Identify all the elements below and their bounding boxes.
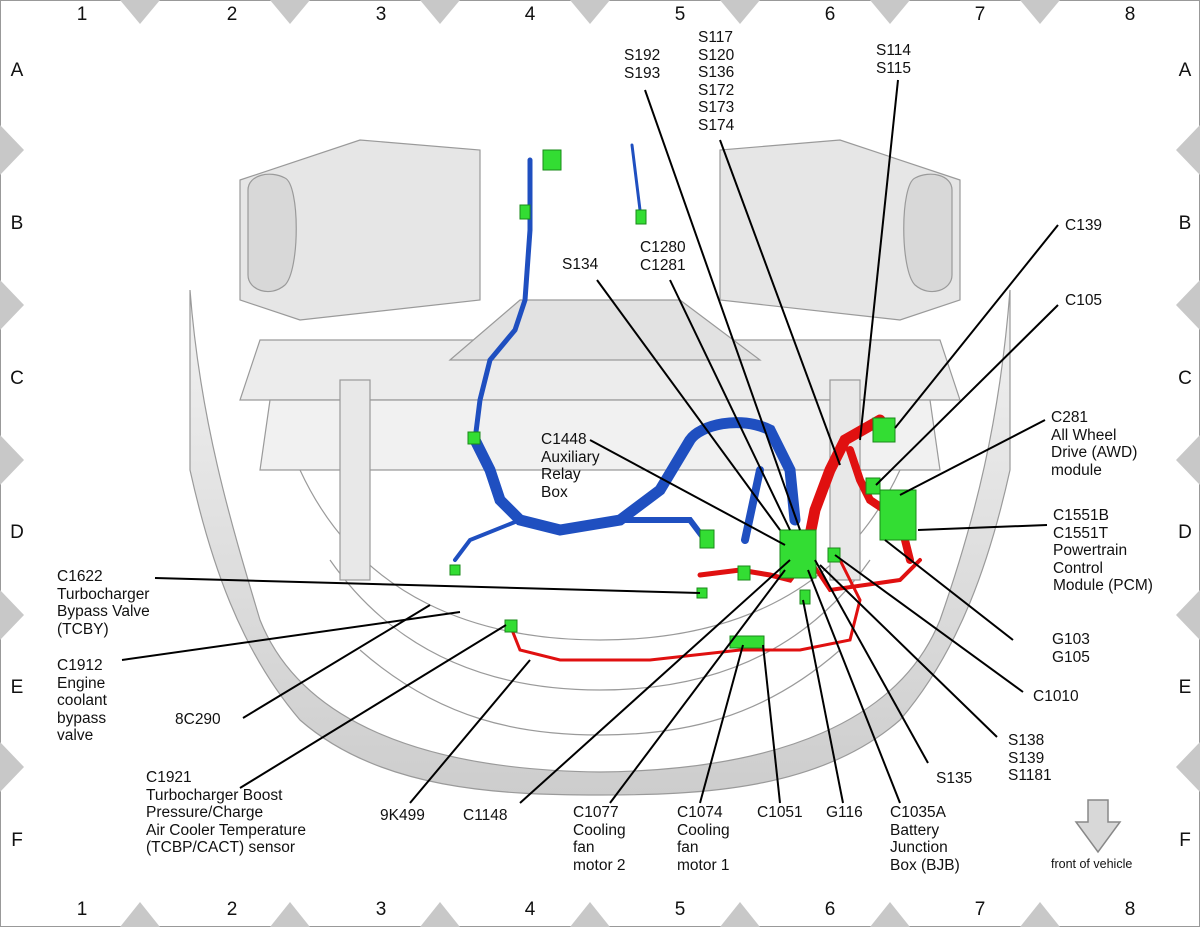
label-c281-awd-module: C281 All Wheel Drive (AWD) module [1051,409,1138,479]
label-c1912-coolant-valve: C1912 Engine coolant bypass valve [57,657,107,745]
grid-col-7-top: 7 [974,4,986,25]
label-front-of-vehicle: front of vehicle [1051,857,1133,871]
label-c1448-aux-relay-box: C1448 Auxiliary Relay Box [541,431,600,501]
grid-col-3-bottom: 3 [375,899,387,920]
label-c1051: C1051 [757,804,803,821]
grid-row-f-right: F [1179,830,1191,851]
label-c1280-c1281: C1280 C1281 [640,239,686,274]
label-s134: S134 [562,256,599,273]
label-g116: G116 [826,804,863,821]
grid-row-a-left: A [10,60,24,81]
grid-col-2-bottom: 2 [226,899,238,920]
label-g103-g105: G103 G105 [1052,631,1090,666]
grid-col-6-top: 6 [824,4,836,25]
grid-row-e-right: E [1178,677,1192,698]
grid-col-2-top: 2 [226,4,238,25]
grid-row-d-left: D [10,522,24,543]
label-8c290: 8C290 [175,711,221,728]
connector-markers [449,149,917,649]
grid-row-a-right: A [1178,60,1192,81]
grid-row-c-right: C [1178,368,1192,389]
label-c1148: C1148 [463,807,508,824]
grid-col-7-bottom: 7 [974,899,986,920]
grid-col-5-top: 5 [674,4,686,25]
grid-row-d-right: D [1178,522,1192,543]
label-c105: C105 [1065,292,1103,309]
label-9k499: 9K499 [380,807,425,824]
label-c1921-tcbp-sensor: C1921 Turbocharger Boost Pressure/Charge… [146,769,306,857]
label-s192-s193: S192 S193 [624,47,661,82]
grid-row-b-left: B [10,213,24,234]
label-c1077-fan-motor-2: C1077 Cooling fan motor 2 [573,804,626,874]
label-c1010: C1010 [1033,688,1079,705]
grid-row-b-right: B [1178,213,1192,234]
grid-col-5-bottom: 5 [674,899,686,920]
grid-row-f-left: F [11,830,23,851]
label-c1035a-bjb: C1035A Battery Junction Box (BJB) [890,804,960,874]
label-s138-group: S138 S139 S1181 [1008,732,1052,785]
front-of-vehicle-arrow-icon [1074,799,1122,854]
grid-col-3-top: 3 [375,4,387,25]
vehicle-front-body [189,139,1011,796]
label-s114-s115: S114 S115 [876,42,912,77]
grid-row-c-left: C [10,368,24,389]
grid-col-1-bottom: 1 [76,899,88,920]
grid-col-6-bottom: 6 [824,899,836,920]
leader-lines [121,79,1059,804]
grid-col-4-bottom: 4 [524,899,536,920]
label-s117-group: S117 S120 S136 S172 S173 S174 [698,29,735,134]
label-c1074-fan-motor-1: C1074 Cooling fan motor 1 [677,804,730,874]
grid-col-4-top: 4 [524,4,536,25]
grid-col-8-bottom: 8 [1124,899,1136,920]
label-s135: S135 [936,770,973,787]
label-c139: C139 [1065,217,1103,234]
label-c1622-tcby: C1622 Turbocharger Bypass Valve (TCBY) [57,568,150,638]
grid-col-8-top: 8 [1124,4,1136,25]
grid-col-1-top: 1 [76,4,88,25]
label-c1551-pcm: C1551B C1551T Powertrain Control Module … [1053,507,1153,595]
grid-row-e-left: E [10,677,24,698]
